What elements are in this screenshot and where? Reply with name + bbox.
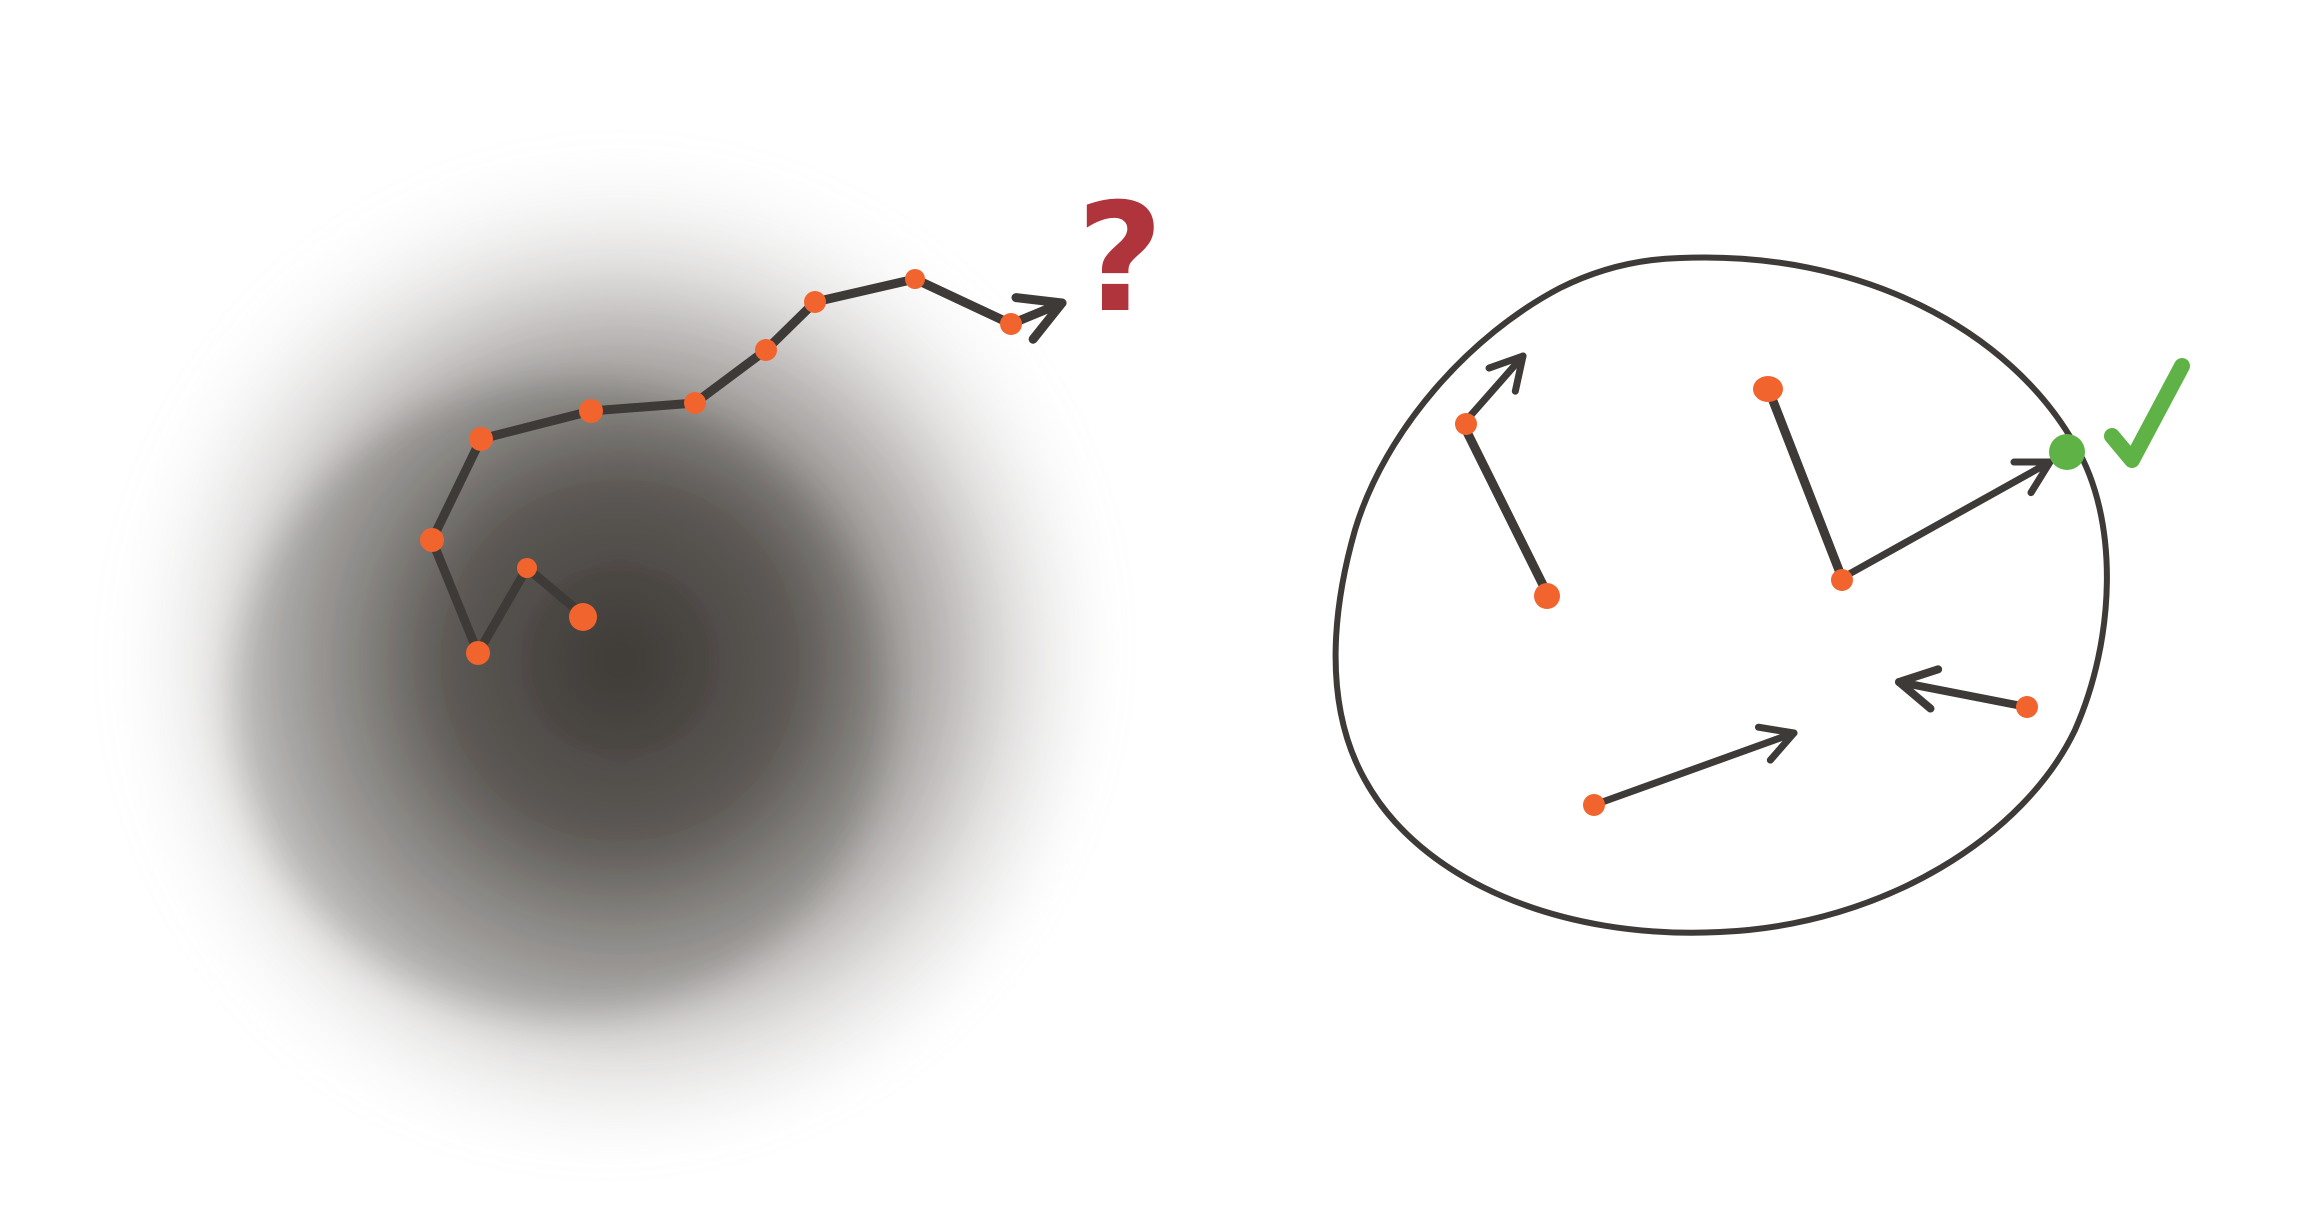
check-mark-icon: [2104, 358, 2190, 468]
vector-arrow: [1838, 458, 2054, 582]
right-panel: [1332, 254, 2190, 936]
question-mark-icon: ?: [1076, 172, 1163, 346]
sample-point: [1753, 376, 1783, 402]
vector-arrow: [1460, 352, 1527, 427]
sample-point: [1534, 583, 1560, 609]
walk-point: [469, 427, 493, 451]
walk-point: [1000, 313, 1022, 335]
sample-point: [1583, 794, 1605, 816]
walk-point: [420, 528, 444, 552]
sample-points: [1455, 376, 2038, 816]
vector-arrow: [1895, 665, 2031, 713]
vector-arrow: [1461, 425, 1552, 598]
left-panel: ?: [95, 130, 1164, 1150]
walk-point: [804, 291, 826, 313]
accepted-point: [2049, 434, 2085, 470]
vector-arrow: [1590, 723, 1798, 809]
probability-cloud: [95, 130, 1105, 1150]
sample-point: [2016, 696, 2038, 718]
random-walk-path: [427, 274, 1067, 658]
vector-arrow: [1763, 383, 1847, 583]
walk-point: [569, 603, 597, 631]
sample-point: [1831, 569, 1853, 591]
walk-point: [905, 269, 925, 289]
walk-point: [466, 641, 490, 665]
walk-points: [420, 269, 1022, 665]
walk-point: [579, 399, 603, 423]
walk-point: [684, 392, 706, 414]
walk-point: [755, 339, 777, 361]
boundary-circle: [1332, 254, 2110, 936]
sample-point: [1455, 413, 1477, 435]
vectors: [1460, 352, 2054, 809]
walk-point: [517, 558, 537, 578]
